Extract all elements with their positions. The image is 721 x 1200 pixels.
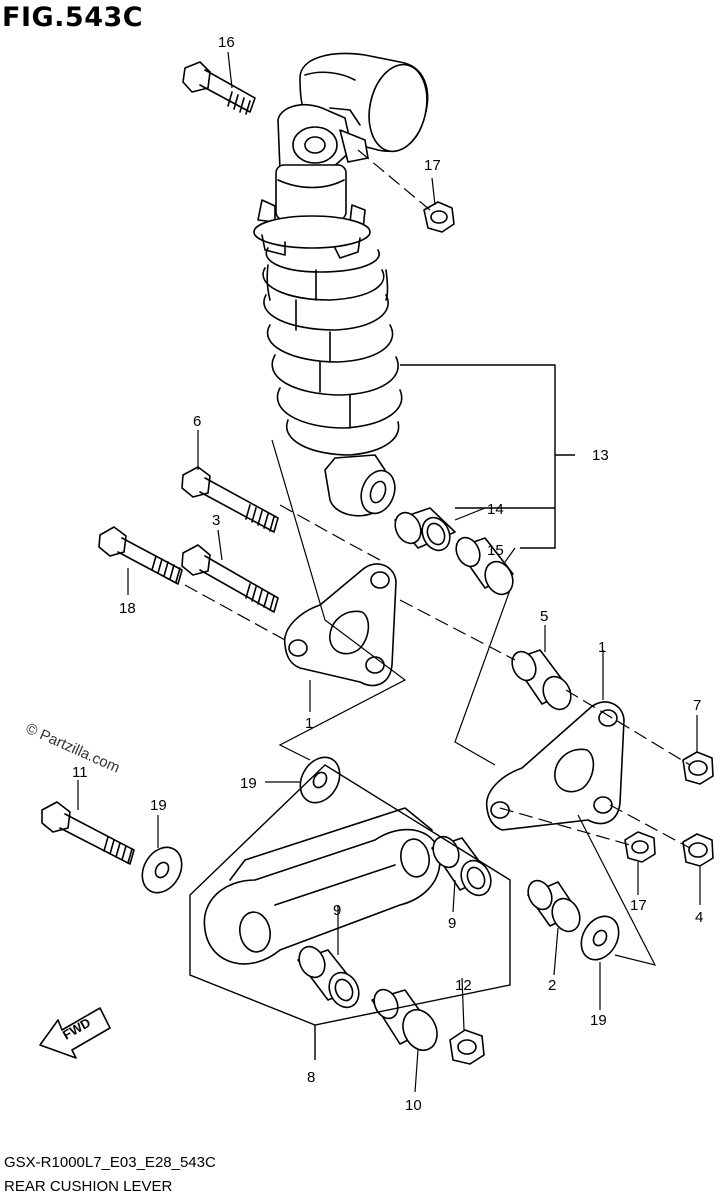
washer-19-right (580, 915, 620, 961)
callout-18: 18 (119, 600, 136, 617)
nut-12 (449, 1029, 485, 1065)
bearing-9-lower (297, 945, 360, 1009)
callout-6: 6 (193, 413, 201, 430)
callout-19-right: 19 (590, 1012, 607, 1029)
callout-16: 16 (218, 34, 235, 51)
callout-11: 11 (72, 764, 88, 781)
nut-17-top (423, 201, 455, 233)
callout-19-center: 19 (240, 775, 257, 792)
callout-17-lower: 17 (630, 897, 647, 914)
projection-lines (271, 439, 657, 966)
callout-14: 14 (487, 501, 504, 518)
cushion-rod-8 (203, 807, 441, 965)
collar-10 (371, 988, 438, 1051)
callout-12: 12 (455, 977, 472, 994)
callout-17-top: 17 (424, 157, 441, 174)
coil-spring (262, 247, 403, 456)
callout-1-left: 1 (305, 715, 313, 732)
bearing-14 (394, 507, 456, 552)
callout-1-right: 1 (598, 639, 606, 656)
washer-19-left (141, 846, 183, 894)
nut-17-lower (624, 831, 656, 863)
callout-9-lower: 9 (333, 902, 341, 919)
collar-15 (455, 536, 514, 596)
collar-5 (511, 649, 572, 711)
callout-15: 15 (487, 542, 504, 559)
callout-19-left: 19 (150, 797, 167, 814)
nut-7 (682, 751, 714, 785)
callout-10: 10 (405, 1097, 422, 1114)
spring-seat (253, 199, 371, 259)
fwd-arrow-icon (39, 1007, 111, 1059)
washer-19-center (299, 756, 341, 804)
bolt-3 (181, 544, 279, 613)
callout-8: 8 (307, 1069, 315, 1086)
alignment-lines (184, 149, 691, 849)
cushion-lever-plate-left (284, 563, 397, 687)
figure-title: FIG.543C (2, 2, 144, 33)
bolt-11 (41, 801, 135, 865)
callout-7: 7 (693, 697, 701, 714)
callout-5: 5 (540, 608, 548, 625)
bolt-6 (181, 466, 279, 533)
shock-lower-eye (324, 454, 396, 517)
callout-13: 13 (592, 447, 609, 464)
callout-9-upper: 9 (448, 915, 456, 932)
model-code: GSX-R1000L7_E03_E28_543C (4, 1154, 216, 1171)
group-bracket-13 (400, 364, 575, 549)
callout-labels: 16 17 13 14 15 6 3 18 5 1 1 7 19 11 19 9… (72, 34, 703, 1114)
collar-2 (527, 879, 581, 933)
leader-lines (77, 51, 701, 1093)
cushion-lever-plate-right (486, 701, 625, 831)
callout-4: 4 (695, 909, 703, 926)
bolt-18 (98, 526, 183, 585)
shock-upper-mount (275, 104, 369, 221)
nut-4 (682, 833, 714, 867)
callout-2: 2 (548, 977, 556, 994)
figure-name: REAR CUSHION LEVER (4, 1178, 173, 1195)
callout-3: 3 (212, 512, 220, 529)
bolt-16 (182, 61, 256, 115)
cushion-rod-outline (189, 764, 511, 1060)
